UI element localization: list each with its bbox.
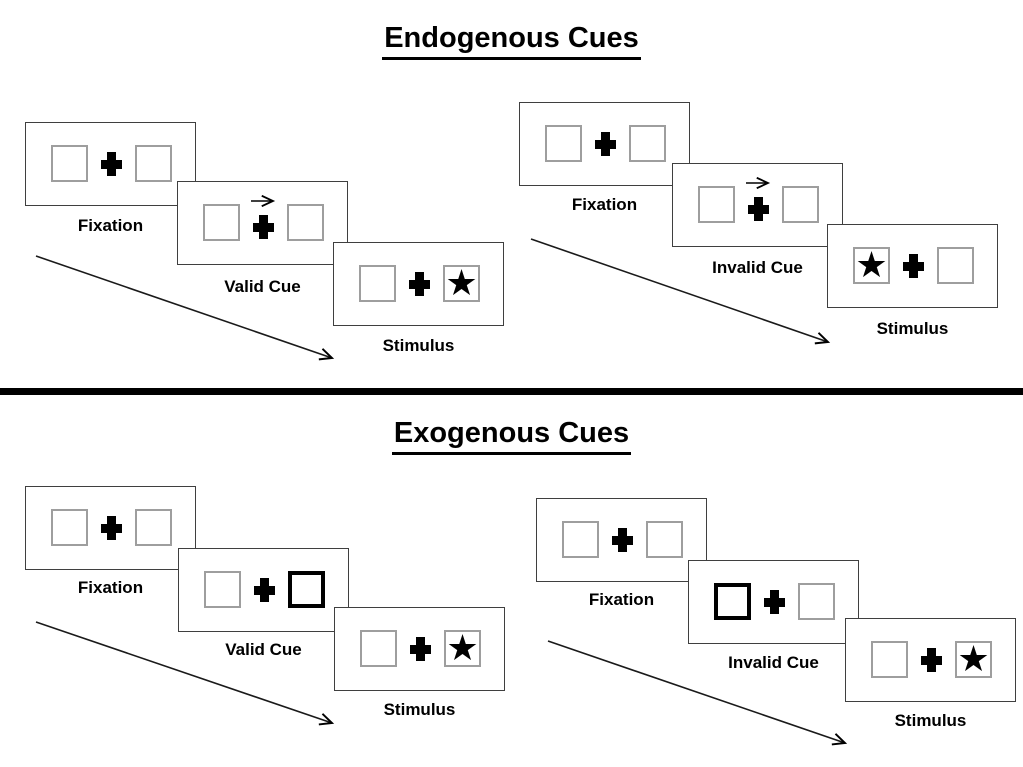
stimulus-panel: ★ <box>334 607 505 691</box>
placeholder-box-left <box>360 630 397 667</box>
fixation-panel <box>25 122 196 206</box>
cue-highlight-box <box>288 571 325 608</box>
placeholder-box-left <box>562 521 599 558</box>
section-divider <box>0 388 1023 395</box>
placeholder-box-left <box>204 571 241 608</box>
fixation-cross-icon <box>253 215 274 239</box>
placeholder-box-left <box>359 265 396 302</box>
fixation-cross-icon <box>101 152 122 176</box>
fixation-panel <box>519 102 690 186</box>
cue-panel <box>688 560 859 644</box>
fixation-cross-icon <box>410 637 431 661</box>
target-box: ★ <box>853 243 890 285</box>
stimulus-panel: ★ <box>333 242 504 326</box>
panel-label: Invalid Cue <box>712 258 803 277</box>
panel-label: Fixation <box>588 590 655 609</box>
placeholder-box-left <box>871 641 908 678</box>
placeholder-box-right <box>287 204 324 241</box>
cue-panel <box>178 548 349 632</box>
target-star-icon: ★ <box>855 243 888 285</box>
exogenous-section-title: Exogenous Cues <box>0 417 1023 455</box>
timeline-arrow <box>35 255 342 368</box>
placeholder-box-right <box>135 509 172 546</box>
fixation-cross-icon <box>748 197 769 221</box>
target-box: ★ <box>955 637 992 679</box>
fixation-cross-icon <box>903 254 924 278</box>
timeline-arrow <box>530 238 837 351</box>
fixation-cross-icon <box>595 132 616 156</box>
placeholder-box-left <box>203 204 240 241</box>
placeholder-box-right <box>782 186 819 223</box>
target-box: ★ <box>444 626 481 668</box>
cue-arrow-icon <box>746 177 774 189</box>
placeholder-box-right <box>937 247 974 284</box>
fixation-cross-icon <box>101 516 122 540</box>
target-star-icon: ★ <box>957 637 990 679</box>
placeholder-box-right <box>629 125 666 162</box>
placeholder-box-right <box>646 521 683 558</box>
fixation-cross-icon <box>409 272 430 296</box>
placeholder-box-right <box>798 583 835 620</box>
fixation-cross-icon <box>254 578 275 602</box>
panel-label: Invalid Cue <box>728 653 819 672</box>
target-star-icon: ★ <box>446 626 479 668</box>
panel-label: Stimulus <box>894 711 967 730</box>
cue-highlight-box <box>714 583 751 620</box>
panel-label: Stimulus <box>383 700 456 719</box>
placeholder-box-left <box>51 145 88 182</box>
endogenous-section-title: Endogenous Cues <box>0 22 1023 60</box>
panel-label: Stimulus <box>876 319 949 338</box>
panel-label: Fixation <box>77 578 144 597</box>
target-star-icon: ★ <box>445 261 478 303</box>
fixation-panel <box>25 486 196 570</box>
placeholder-box-right <box>135 145 172 182</box>
placeholder-box-left <box>545 125 582 162</box>
panel-label: Fixation <box>77 216 144 235</box>
panel-label: Stimulus <box>382 336 455 355</box>
cue-arrow-icon <box>251 195 279 207</box>
fixation-cross-icon <box>921 648 942 672</box>
cue-panel <box>177 181 348 265</box>
timeline-arrow <box>35 621 342 734</box>
fixation-cross-icon <box>612 528 633 552</box>
stimulus-panel: ★ <box>845 618 1016 702</box>
placeholder-box-left <box>698 186 735 223</box>
panel-label: Fixation <box>571 195 638 214</box>
fixation-panel <box>536 498 707 582</box>
stimulus-panel: ★ <box>827 224 998 308</box>
fixation-cross-icon <box>764 590 785 614</box>
panel-label: Valid Cue <box>224 277 301 296</box>
panel-label: Valid Cue <box>225 640 302 659</box>
timeline-arrow <box>547 640 854 753</box>
target-box: ★ <box>443 261 480 303</box>
cue-panel <box>672 163 843 247</box>
placeholder-box-left <box>51 509 88 546</box>
